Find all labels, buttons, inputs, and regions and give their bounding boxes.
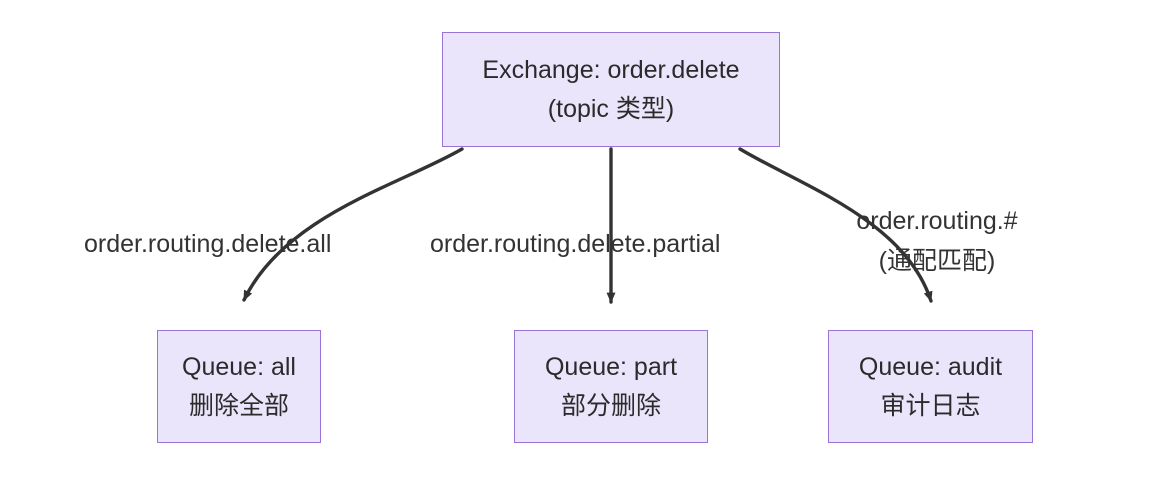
node-queue-part-subtitle: 部分删除 <box>560 391 661 420</box>
edge-label-routing-wildcard-subtext: (通配匹配) <box>878 246 996 275</box>
node-exchange-order-delete[interactable]: Exchange: order.delete (topic 类型) <box>442 32 780 147</box>
edge-label-routing-delete-all: order.routing.delete.all <box>84 228 331 262</box>
node-queue-audit-title: Queue: audit <box>858 352 1003 381</box>
edge-label-routing-wildcard-text: order.routing.# <box>856 207 1018 235</box>
edge-label-routing-delete-partial: order.routing.delete.partial <box>430 228 720 262</box>
edge-label-routing-delete-all-text: order.routing.delete.all <box>84 230 332 258</box>
node-queue-audit-subtitle: 审计日志 <box>880 391 981 420</box>
node-queue-part[interactable]: Queue: part 部分删除 <box>514 330 708 443</box>
node-queue-all-title: Queue: all <box>182 352 296 381</box>
node-queue-audit[interactable]: Queue: audit 审计日志 <box>828 330 1033 443</box>
edge-label-routing-delete-partial-text: order.routing.delete.partial <box>430 230 721 258</box>
edge-exchange-to-queue-audit <box>738 147 933 303</box>
node-exchange-subtitle: (topic 类型) <box>547 94 675 123</box>
edge-exchange-to-queue-all <box>242 147 464 302</box>
node-queue-part-title: Queue: part <box>544 352 678 381</box>
node-queue-all[interactable]: Queue: all 删除全部 <box>157 330 321 443</box>
edge-label-routing-wildcard: order.routing.# (通配匹配) <box>832 205 1042 278</box>
node-exchange-title: Exchange: order.delete <box>482 55 740 84</box>
node-queue-all-subtitle: 删除全部 <box>188 391 289 420</box>
